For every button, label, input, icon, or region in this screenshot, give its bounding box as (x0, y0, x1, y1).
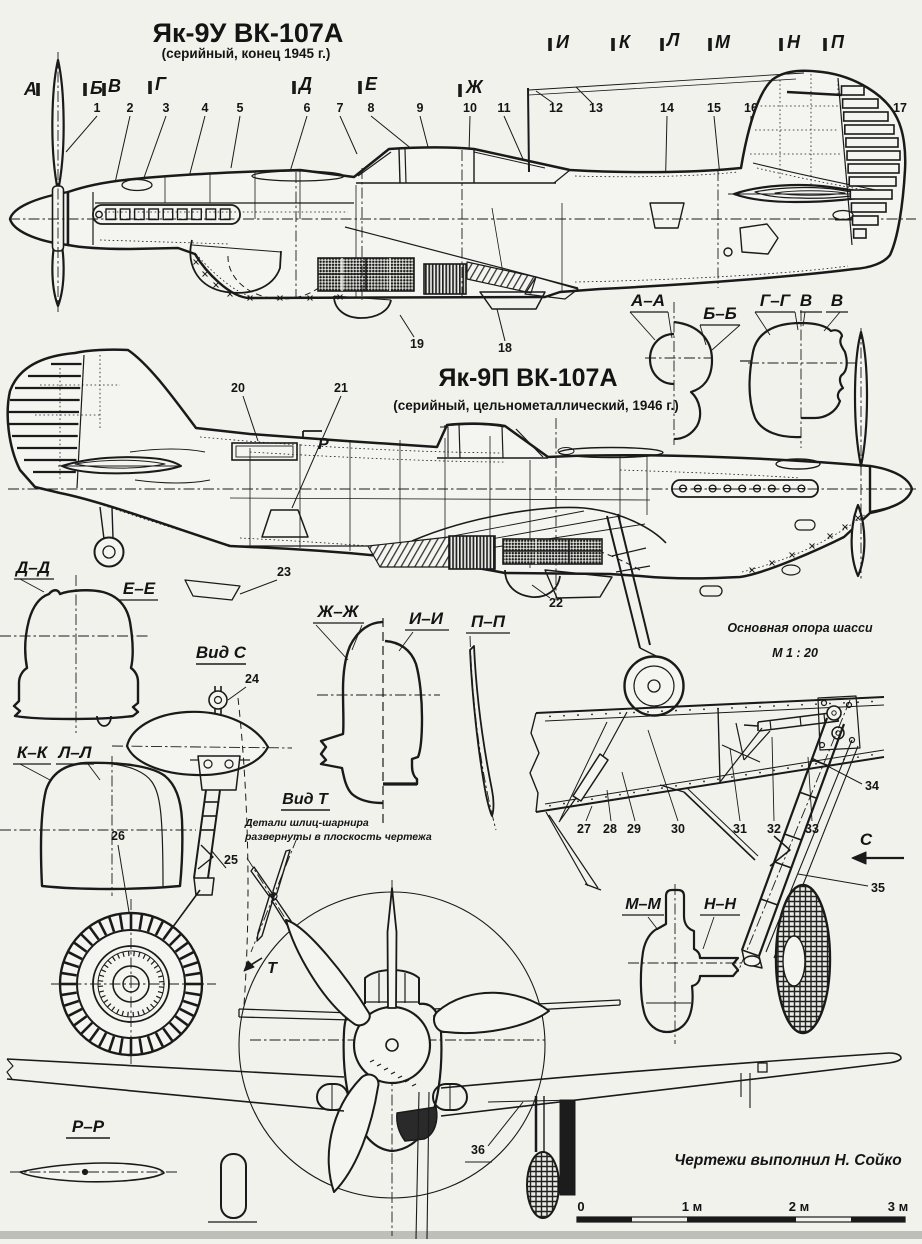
svg-text:П: П (831, 32, 845, 52)
svg-text:Д–Д: Д–Д (14, 558, 50, 577)
svg-text:9: 9 (417, 101, 424, 115)
svg-text:М–М: М–М (625, 896, 661, 913)
svg-text:А: А (23, 79, 37, 99)
svg-text:10: 10 (463, 101, 477, 115)
svg-text:21: 21 (334, 381, 348, 395)
svg-text:29: 29 (627, 822, 641, 836)
svg-text:34: 34 (865, 779, 879, 793)
svg-text:35: 35 (871, 881, 885, 895)
svg-text:развернуты в плоскость чертежа: развернуты в плоскость чертежа (244, 831, 432, 843)
svg-text:23: 23 (277, 565, 291, 579)
svg-text:М 1 : 20: М 1 : 20 (772, 646, 818, 660)
svg-text:27: 27 (577, 822, 591, 836)
svg-text:Р–Р: Р–Р (72, 1117, 105, 1136)
svg-text:6: 6 (304, 101, 311, 115)
svg-text:7: 7 (337, 101, 344, 115)
svg-text:15: 15 (707, 101, 721, 115)
svg-text:Т: Т (267, 960, 278, 977)
svg-text:3: 3 (163, 101, 170, 115)
svg-text:2 м: 2 м (789, 1199, 809, 1214)
svg-text:Б: Б (90, 78, 103, 98)
svg-text:1 м: 1 м (682, 1199, 702, 1214)
svg-text:13: 13 (589, 101, 603, 115)
svg-text:19: 19 (410, 337, 424, 351)
svg-text:Вид Т: Вид Т (282, 791, 329, 808)
svg-text:П–П: П–П (471, 612, 506, 631)
svg-text:И: И (556, 32, 570, 52)
svg-text:30: 30 (671, 822, 685, 836)
svg-text:25: 25 (224, 853, 238, 867)
svg-text:4: 4 (202, 101, 209, 115)
svg-text:Чертежи выполнил Н. Сойко: Чертежи выполнил Н. Сойко (674, 1152, 901, 1169)
svg-text:Як-9П ВК-107А: Як-9П ВК-107А (438, 364, 617, 392)
svg-text:Л–Л: Л–Л (57, 743, 92, 762)
svg-text:К: К (619, 32, 632, 52)
svg-text:Л: Л (665, 30, 680, 50)
svg-text:И–И: И–И (409, 609, 444, 628)
svg-text:28: 28 (603, 822, 617, 836)
svg-text:31: 31 (733, 822, 747, 836)
svg-text:Н–Н: Н–Н (704, 896, 736, 913)
svg-text:В: В (108, 76, 121, 96)
svg-text:5: 5 (237, 101, 244, 115)
svg-text:Е: Е (365, 74, 378, 94)
svg-text:20: 20 (231, 381, 245, 395)
svg-text:С: С (860, 830, 873, 849)
svg-text:1: 1 (94, 101, 101, 115)
svg-text:Основная опора шасси: Основная опора шасси (727, 621, 873, 635)
svg-text:22: 22 (549, 596, 563, 610)
svg-text:Як-9У ВК-107А: Як-9У ВК-107А (153, 18, 344, 48)
svg-text:33: 33 (805, 822, 819, 836)
svg-text:Г–Г: Г–Г (760, 291, 792, 310)
svg-text:(серийный, цельнометаллический: (серийный, цельнометаллический, 1946 г.) (393, 398, 678, 413)
svg-text:24: 24 (245, 672, 259, 686)
svg-text:Б–Б: Б–Б (703, 304, 737, 323)
svg-text:В: В (831, 291, 843, 310)
svg-text:32: 32 (767, 822, 781, 836)
svg-text:Д: Д (297, 74, 312, 94)
svg-text:А–А: А–А (630, 291, 665, 310)
svg-text:3 м: 3 м (888, 1199, 908, 1214)
svg-text:Г: Г (155, 74, 167, 94)
svg-text:Е–Е: Е–Е (123, 579, 156, 598)
svg-text:Вид С: Вид С (196, 643, 247, 662)
svg-text:К–К: К–К (17, 743, 49, 762)
svg-text:14: 14 (660, 101, 674, 115)
svg-text:(серийный, конец 1945 г.): (серийный, конец 1945 г.) (162, 46, 331, 61)
svg-text:12: 12 (549, 101, 563, 115)
svg-text:2: 2 (127, 101, 134, 115)
svg-text:Н: Н (787, 32, 801, 52)
svg-text:В: В (800, 291, 812, 310)
svg-text:М: М (715, 32, 731, 52)
svg-text:Ж: Ж (465, 77, 484, 97)
svg-text:Ж–Ж: Ж–Ж (317, 602, 360, 621)
svg-text:36: 36 (471, 1143, 485, 1157)
svg-text:0: 0 (577, 1199, 584, 1214)
svg-text:11: 11 (497, 101, 510, 115)
svg-text:18: 18 (498, 341, 512, 355)
svg-text:8: 8 (368, 101, 375, 115)
svg-text:26: 26 (111, 829, 125, 843)
svg-text:Детали шлиц-шарнира: Детали шлиц-шарнира (244, 817, 369, 829)
